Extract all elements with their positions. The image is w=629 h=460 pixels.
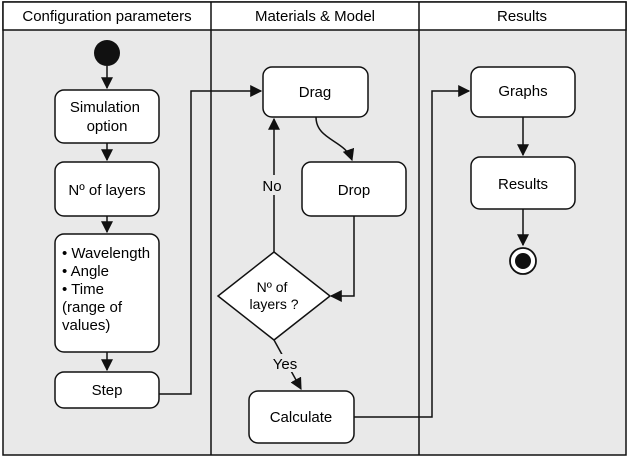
no-label-bg (260, 175, 286, 195)
edge-drag-to-drop (315, 116, 355, 162)
decision-num-layers-text: Nº of layers ? (249, 279, 298, 312)
lane-header-row (2, 1, 627, 31)
node-drag-label: Drag (299, 84, 332, 101)
edge-label-yes: Yes (273, 356, 297, 373)
decision-line1: Nº of (257, 279, 288, 295)
lane-title-materials: Materials & Model (255, 8, 375, 25)
node-simulation-option (54, 89, 160, 144)
node-simulation-option-line1: Simulation (70, 99, 140, 116)
edge-label-no: No (262, 178, 281, 195)
param-wavelength: • Wavelength (62, 245, 150, 262)
start-node (94, 40, 120, 66)
param-range-of: (range of (62, 299, 123, 316)
node-simulation-option-text: Simulation option (70, 99, 144, 135)
node-parameters-text: • Wavelength • Angle • Time (range of va… (62, 245, 154, 334)
edge-step-to-drag (159, 85, 263, 395)
lane-title-results: Results (497, 8, 547, 25)
yes-label-bg (270, 354, 300, 372)
end-node-inner (515, 253, 531, 269)
edge-drop-to-decision (329, 216, 355, 302)
node-results-label: Results (498, 176, 548, 193)
node-step-label: Step (92, 382, 123, 399)
node-simulation-option-line2: option (87, 118, 128, 135)
edge-calculate-to-graphs (354, 85, 471, 418)
param-values: values) (62, 317, 110, 334)
param-angle: • Angle (62, 263, 109, 280)
lane-title-configuration: Configuration parameters (22, 8, 191, 25)
decision-line2: layers ? (249, 296, 298, 312)
node-drop-label: Drop (338, 182, 371, 199)
node-calculate-label: Calculate (270, 409, 333, 426)
node-graphs-label: Graphs (498, 83, 547, 100)
node-step (54, 371, 160, 409)
node-num-layers-label: Nº of layers (68, 182, 145, 199)
param-time: • Time (62, 281, 104, 298)
